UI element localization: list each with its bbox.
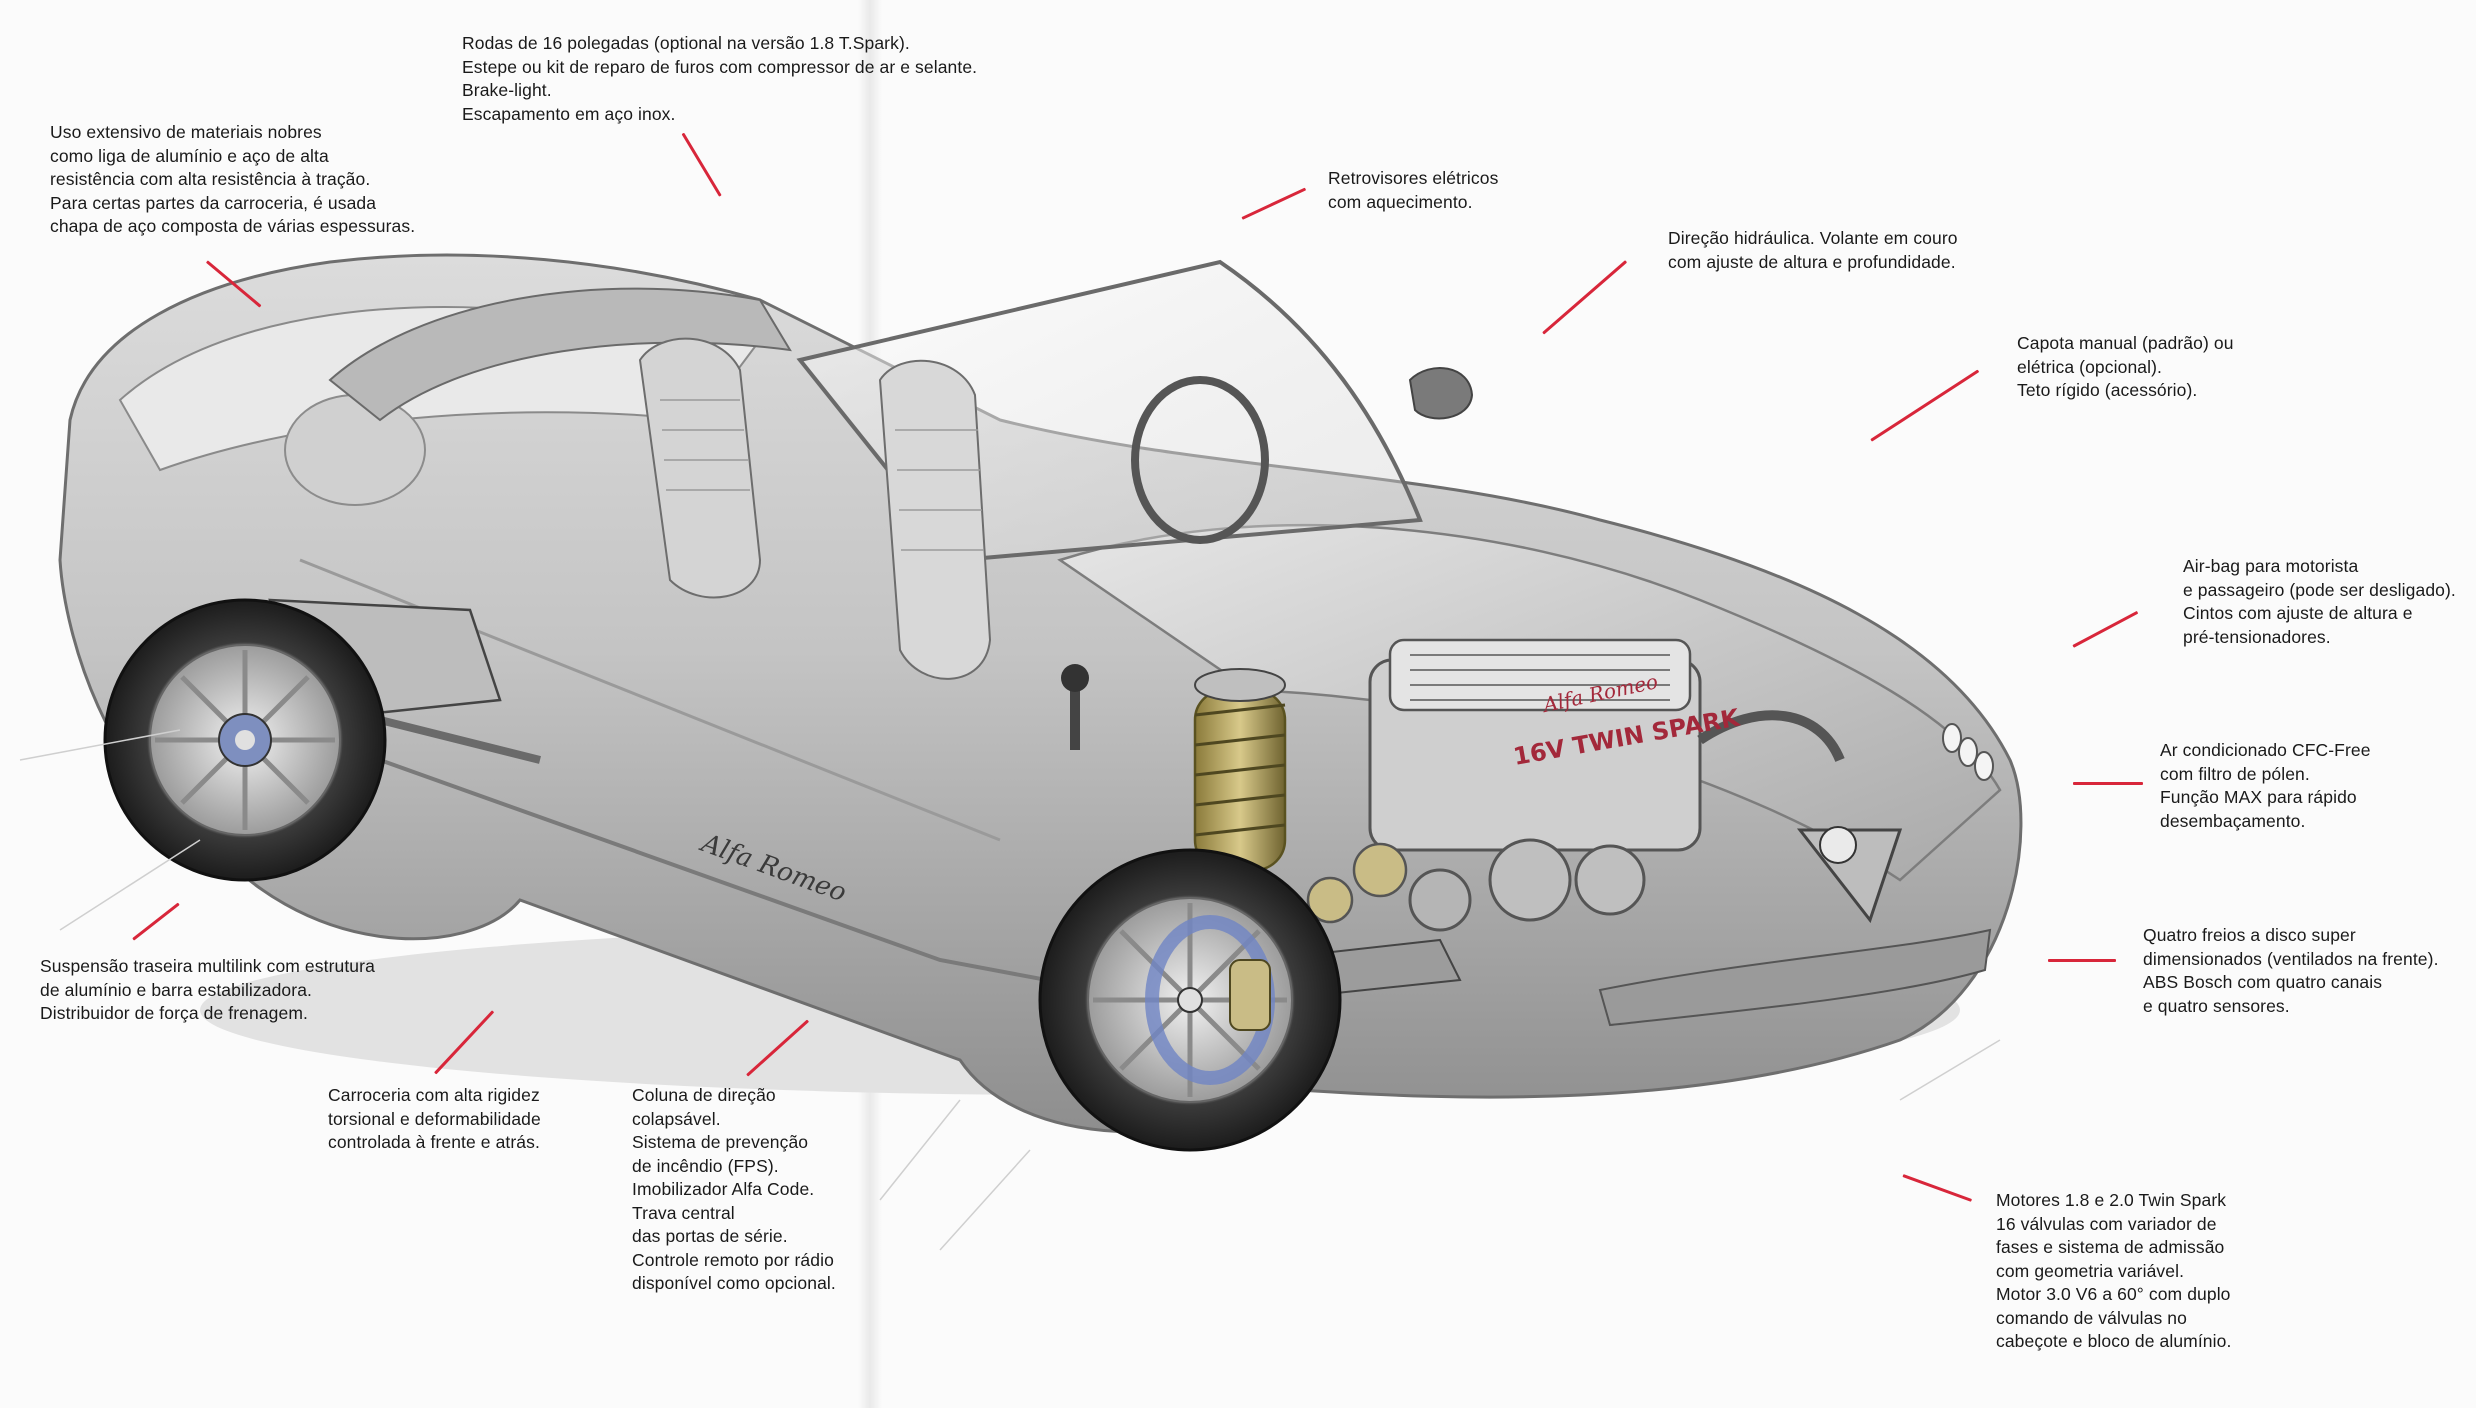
caption-engines: Motores 1.8 e 2.0 Twin Spark 16 válvulas… — [1996, 1190, 2232, 1351]
front-wheel — [1038, 848, 1342, 1152]
caption-brakes: Quatro freios a disco super dimensionado… — [2143, 925, 2439, 1016]
alfa-badge — [1819, 826, 1857, 864]
caption-suspension: Suspensão traseira multilink com estrutu… — [40, 956, 375, 1023]
seat-right — [878, 359, 992, 680]
roll-bar — [328, 287, 792, 422]
caption-materials: Uso extensivo de materiais nobres como l… — [50, 122, 416, 236]
caption-aircon: Ar condicionado CFC-Free com filtro de p… — [2160, 740, 2371, 831]
leader-aircon — [2073, 782, 2143, 785]
steering-wheel — [1131, 376, 1269, 544]
caption-airbag: Air-bag para motorista e passageiro (pod… — [2183, 556, 2456, 647]
side-mirror — [1408, 367, 1474, 420]
fuel-flap — [284, 394, 426, 506]
caption-top: Capota manual (padrão) ou elétrica (opci… — [2017, 333, 2234, 400]
seat-left — [638, 337, 762, 599]
leader-brakes — [2048, 959, 2116, 962]
caption-body: Carroceria com alta rigidez torsional e … — [328, 1085, 541, 1152]
headlights — [1942, 723, 1994, 781]
rear-wheel — [103, 598, 387, 882]
caption-mirrors: Retrovisores elétricos com aquecimento. — [1328, 168, 1499, 212]
bumper-intake — [1598, 928, 1992, 1027]
caption-steering: Direção hidráulica. Volante em couro com… — [1668, 228, 1958, 272]
caption-wheels: Rodas de 16 polegadas (optional na versã… — [462, 33, 978, 124]
caption-column: Coluna de direção colapsável. Sistema de… — [632, 1085, 836, 1293]
gear-lever — [1070, 680, 1080, 750]
gear-knob — [1061, 664, 1089, 692]
floor-guides — [19, 729, 2001, 1251]
seat-stitching — [660, 399, 984, 551]
